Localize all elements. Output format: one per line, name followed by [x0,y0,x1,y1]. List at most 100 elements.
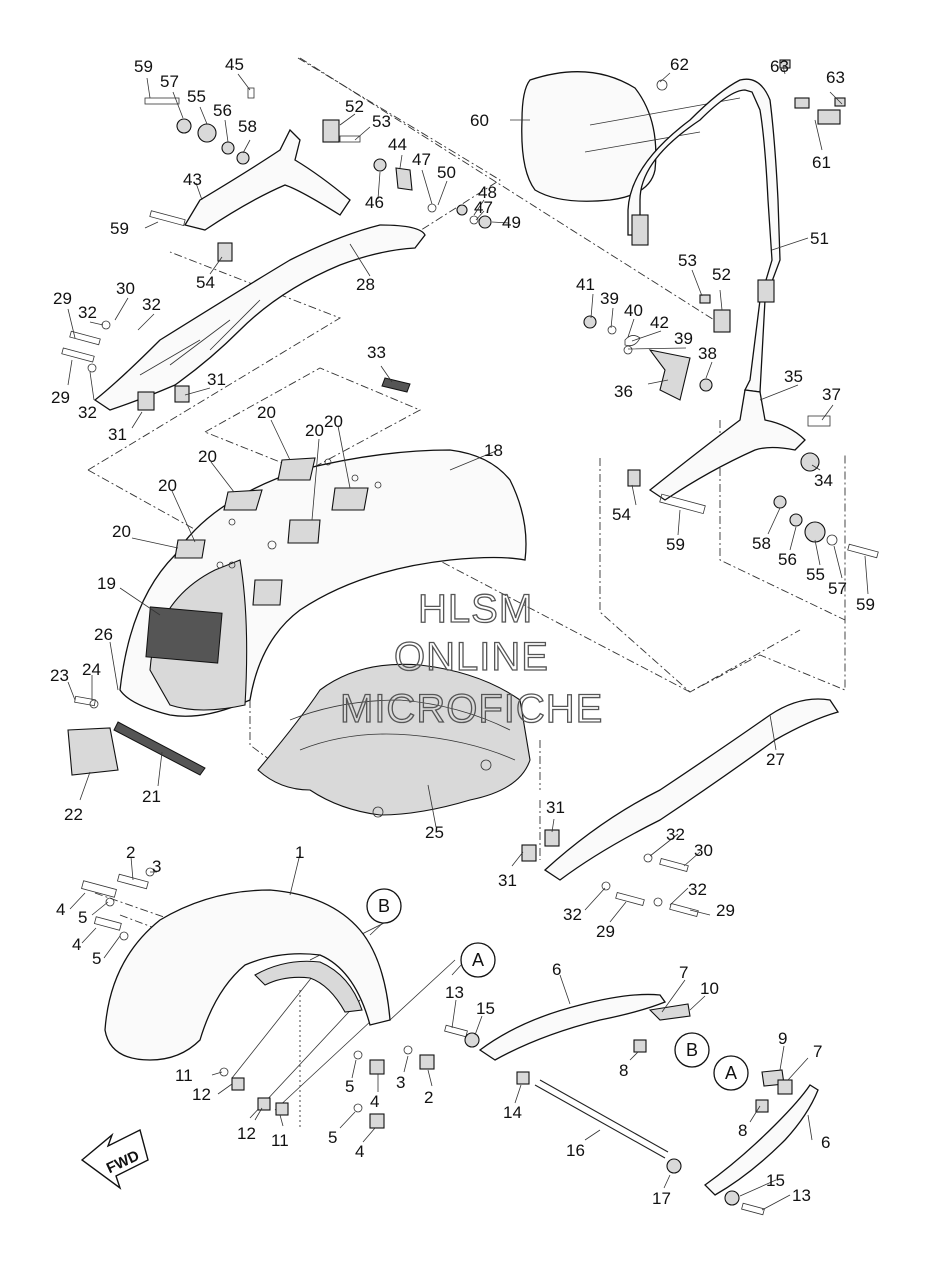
part-label: 15 [766,1171,785,1190]
part-label: 55 [187,87,206,106]
part-label: 24 [82,660,101,679]
watermark-line-2: ONLINE [394,635,549,679]
part-label: 42 [650,313,669,332]
part-label: 58 [238,117,257,136]
part-label: 39 [600,289,619,308]
rear-fender [119,449,527,717]
trim-strip-21 [113,721,206,776]
part-label: 12 [192,1085,211,1104]
part-label: 8 [738,1121,747,1140]
part-label: 43 [183,170,202,189]
watermark: HLSM ONLINE MICROFICHE [339,586,603,731]
part-label: 22 [64,805,83,824]
part-label: 32 [78,403,97,422]
part-label: 2 [424,1088,433,1107]
fwd-arrow: FWD [80,1128,149,1190]
leader-lines [67,65,869,1211]
part-label: 61 [812,153,831,172]
part-label: 31 [108,425,127,444]
part-label: 29 [716,901,735,920]
part-label: 5 [92,949,101,968]
part-label: 7 [813,1042,822,1061]
part-label: 20 [257,403,276,422]
part-label: 29 [53,289,72,308]
watermark-line-1: HLSM [418,587,533,631]
part-label: 21 [142,787,161,806]
part-label: 8 [619,1061,628,1080]
part-label: 38 [698,344,717,363]
part-label: 63 [770,57,789,76]
part-label: 17 [652,1189,671,1208]
part-label: 59 [134,57,153,76]
part-label: 50 [437,163,456,182]
part-label: 20 [158,476,177,495]
part-label: 10 [700,979,719,998]
part-label: 6 [552,960,561,979]
part-labels: 59 57 55 45 56 58 52 53 44 47 50 46 48 4… [50,55,875,1208]
part-label: 3 [152,857,161,876]
part-label: 60 [470,111,489,130]
part-label: 59 [666,535,685,554]
part-label: 11 [175,1066,193,1085]
part-label: 15 [476,999,495,1018]
part-label: 41 [576,275,595,294]
part-label: 62 [670,55,689,74]
part-label: 14 [503,1103,522,1122]
part-label: 5 [345,1077,354,1096]
bracket-35 [648,389,806,501]
part-label: 31 [546,798,565,817]
part-label: 54 [196,273,215,292]
part-label: 35 [784,367,803,386]
axle-16 [534,1079,669,1159]
part-label: 59 [856,595,875,614]
sissy-bar [627,78,781,393]
part-label: 36 [614,382,633,401]
part-label: 37 [822,385,841,404]
part-label: 20 [305,421,324,440]
side-bracket-28 [93,224,426,411]
part-label: 16 [566,1141,585,1160]
part-label: 57 [160,72,179,91]
reflector-22 [67,727,119,776]
part-label: 55 [806,565,825,584]
part-label: 25 [425,823,444,842]
part-label: 20 [324,412,343,431]
part-label: 39 [674,329,693,348]
callout-b-bottom: B [674,1032,710,1068]
part-label: 31 [498,871,517,890]
part-label: 44 [388,135,407,154]
part-label: 6 [821,1133,830,1152]
part-label: 4 [72,935,81,954]
part-label: 29 [51,388,70,407]
part-label: 56 [213,101,232,120]
part-label: 52 [345,97,364,116]
part-label: 54 [612,505,631,524]
part-label: 4 [370,1092,379,1111]
part-label: 48 [478,183,497,202]
part-label: 29 [596,922,615,941]
part-label: 53 [372,112,391,131]
part-label: 18 [484,441,503,460]
part-label: 26 [94,625,113,644]
part-label: 2 [126,843,135,862]
callout-a-label: A [725,1063,737,1083]
callout-a-bottom: A [713,1055,749,1091]
part-label: 57 [828,579,847,598]
part-label: 3 [396,1073,405,1092]
part-label: 53 [678,251,697,270]
upper-bracket-43 [183,128,351,231]
part-label: 45 [225,55,244,74]
part-label: 23 [50,666,69,685]
part-label: 13 [792,1186,811,1205]
part-label: 20 [198,447,217,466]
part-label: 27 [766,750,785,769]
inner-fender [257,663,531,818]
part-label: 32 [666,825,685,844]
grab-rail-lower-6 [703,1084,819,1196]
part-label: 9 [778,1029,787,1048]
part-label: 47 [412,150,431,169]
callout-b-label: B [378,896,390,916]
part-label: 59 [110,219,129,238]
part-label: 46 [365,193,384,212]
